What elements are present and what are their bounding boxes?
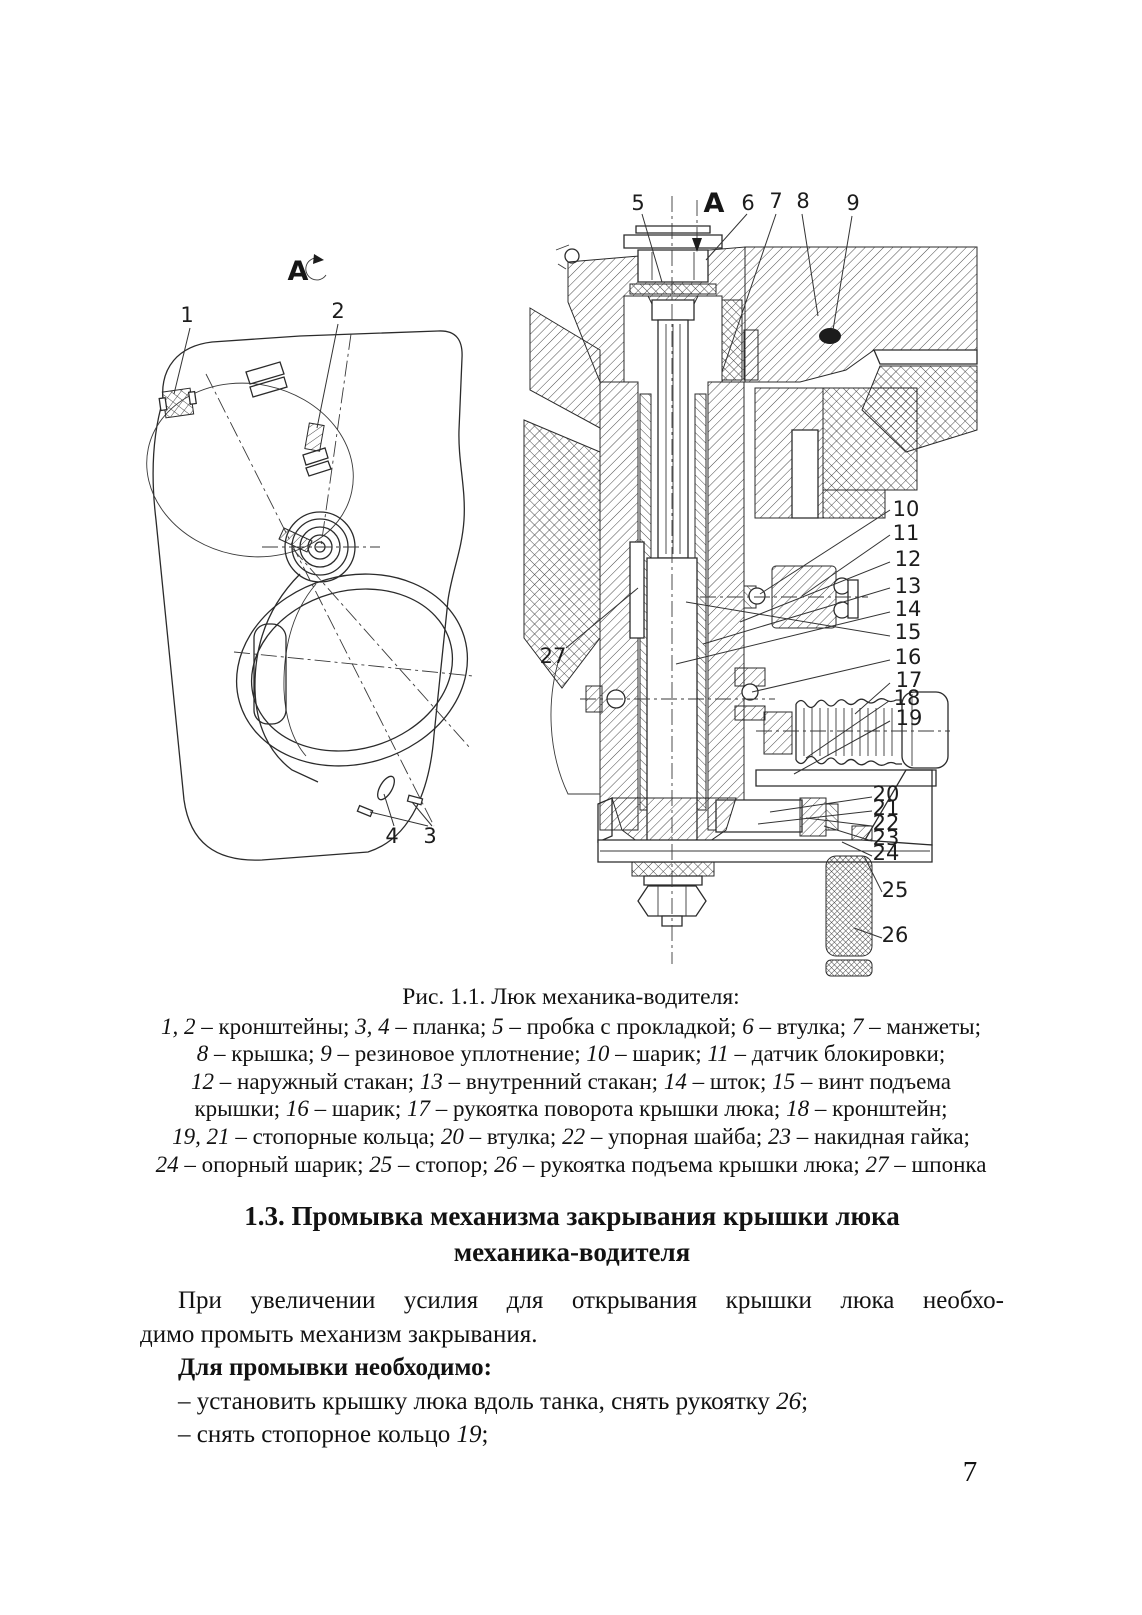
bullet-line: – установить крышку люка вдоль танка, сн…: [178, 1387, 809, 1415]
callout-27: 27: [540, 644, 567, 668]
ball-10: [749, 588, 765, 604]
caption-line: крышки; 16 – шарик; 17 – рукоятка поворо…: [194, 1096, 948, 1122]
callout-23: 23: [873, 826, 900, 850]
view-direction-arrow: [692, 200, 702, 252]
knurled-handle: [826, 856, 872, 976]
callout-25: 25: [882, 878, 909, 902]
bullet-line: – снять стопорное кольцо 19;: [178, 1421, 489, 1448]
callout-26: 26: [882, 923, 909, 947]
callout-18: 18: [894, 686, 921, 710]
caption-line: 24 – опорный шарик; 25 – стопор; 26 – ру…: [155, 1151, 987, 1177]
callout-10: 10: [893, 497, 920, 521]
figure-drawing: A A 1 2 3 4 5 6 7 8 9 10 11 12 13 14 15 …: [130, 188, 1010, 985]
callout-19: 19: [896, 706, 923, 730]
figure-labels: A A 1 2 3 4 5 6 7 8 9 10 11 12 13 14 15 …: [180, 188, 922, 947]
callout-16: 16: [895, 645, 922, 669]
callout-11: 11: [893, 521, 920, 545]
callout-5: 5: [631, 191, 644, 215]
section-heading: 1.3. Промывка механизма закрывания крышк…: [140, 1198, 1004, 1270]
bellows-handle: [764, 692, 948, 768]
cross-section-drawing: [524, 196, 977, 976]
body-text: При увеличении усилия для открывания кры…: [140, 1284, 1004, 1452]
callout-6: 6: [741, 191, 754, 215]
plug-assembly: [624, 226, 722, 312]
section-leaders: [566, 214, 890, 938]
top-view-drawing: [130, 254, 490, 860]
callout-2: 2: [331, 299, 344, 323]
bracket-2: [305, 423, 324, 451]
bracket-1: [158, 388, 197, 419]
hatch-cover-plate: [745, 247, 977, 382]
callout-17: 17: [896, 668, 923, 692]
callout-21: 21: [873, 796, 900, 820]
section-view-label: A: [704, 188, 725, 219]
figure-1-1: A A 1 2 3 4 5 6 7 8 9 10 11 12 13 14 15 …: [130, 175, 1010, 985]
page-number: 7: [962, 1456, 978, 1488]
view-a-label: A: [288, 256, 309, 287]
callout-22: 22: [873, 811, 900, 835]
callout-1: 1: [180, 303, 193, 327]
caption-line: 1, 2 – кронштейны; 3, 4 – планка; 5 – пр…: [160, 1013, 982, 1039]
rubber-seal: [819, 328, 841, 344]
hex-nut: [638, 886, 706, 916]
caption-line: 12 – наружный стакан; 13 – внутренний ст…: [191, 1068, 951, 1094]
paragraph-line: При увеличении усилия для открывания кры…: [178, 1287, 1004, 1314]
ball-16: [742, 684, 758, 700]
key-slot: [630, 542, 644, 638]
section-heading-line1: 1.3. Промывка механизма закрывания крышк…: [244, 1201, 900, 1231]
top-view-leaders: [174, 324, 432, 826]
callout-4: 4: [385, 824, 398, 848]
paragraph-line: димо промыть механизм закрывания.: [140, 1320, 538, 1348]
callout-12: 12: [895, 547, 922, 571]
figure-caption-title: Рис. 1.1. Люк механика-водителя:: [402, 984, 740, 1010]
callout-24: 24: [873, 841, 900, 865]
callout-9: 9: [846, 191, 859, 215]
callout-8: 8: [796, 189, 809, 213]
section-heading-line2: механика-водителя: [453, 1237, 691, 1267]
callout-14: 14: [895, 597, 922, 621]
callout-3: 3: [423, 824, 436, 848]
callout-20: 20: [873, 782, 900, 806]
figure-caption: Рис. 1.1. Люк механика-водителя: 1, 2 – …: [126, 984, 1016, 1178]
lower-bracket-assembly: [716, 770, 936, 845]
rotate-arrow-icon: [306, 254, 326, 280]
callout-7: 7: [769, 189, 782, 213]
callout-13: 13: [895, 574, 922, 598]
caption-line: 19, 21 – стопорные кольца; 20 – втулка; …: [172, 1123, 970, 1149]
callout-15: 15: [895, 620, 922, 644]
lead-line: Для промывки необходимо:: [178, 1354, 492, 1381]
caption-line: 8 – крышка; 9 – резиновое уплотнение; 10…: [196, 1041, 946, 1067]
